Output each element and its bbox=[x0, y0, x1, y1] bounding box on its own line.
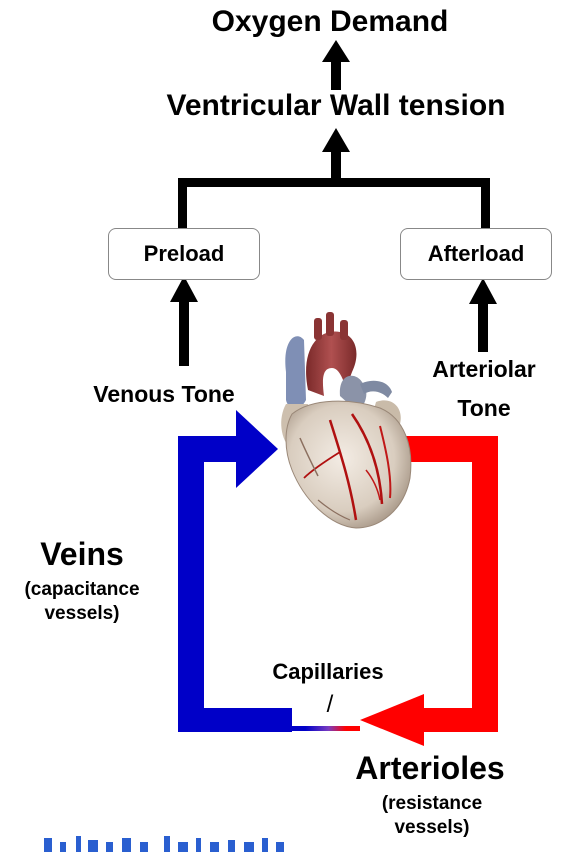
oxygen-demand-label: Oxygen Demand bbox=[212, 6, 449, 38]
capillaries-link bbox=[290, 726, 360, 731]
venous-tone-label: Venous Tone bbox=[93, 382, 234, 406]
arrow-wall-to-oxygen bbox=[322, 40, 350, 90]
veins-sub-label-line1: (capacitance bbox=[24, 580, 139, 600]
watermark bbox=[36, 812, 336, 852]
watermark-graphic bbox=[36, 812, 336, 852]
arrow-venous-to-preload bbox=[170, 276, 198, 366]
arteriolar-tone-label-line2: Tone bbox=[457, 396, 510, 420]
afterload-box: Afterload bbox=[400, 228, 552, 280]
heart-icon bbox=[281, 312, 411, 528]
arterioles-sub-label-line2: vessels) bbox=[394, 818, 469, 838]
arteriolar-tone-label-line1: Arteriolar bbox=[432, 357, 536, 381]
merge-bracket bbox=[178, 178, 490, 228]
wall-tension-label: Ventricular Wall tension bbox=[167, 90, 506, 122]
arrow-arteriolar-to-afterload bbox=[469, 278, 497, 352]
capillaries-pointer: / bbox=[327, 692, 334, 717]
afterload-label: Afterload bbox=[428, 241, 525, 267]
veins-label: Veins bbox=[40, 538, 124, 572]
arterioles-label: Arterioles bbox=[355, 752, 504, 786]
arrow-bracket-to-wall bbox=[322, 128, 350, 182]
preload-label: Preload bbox=[144, 241, 225, 267]
arterioles-sub-label-line1: (resistance bbox=[382, 794, 482, 814]
veins-sub-label-line2: vessels) bbox=[44, 604, 119, 624]
capillaries-label: Capillaries bbox=[272, 660, 383, 683]
preload-box: Preload bbox=[108, 228, 260, 280]
